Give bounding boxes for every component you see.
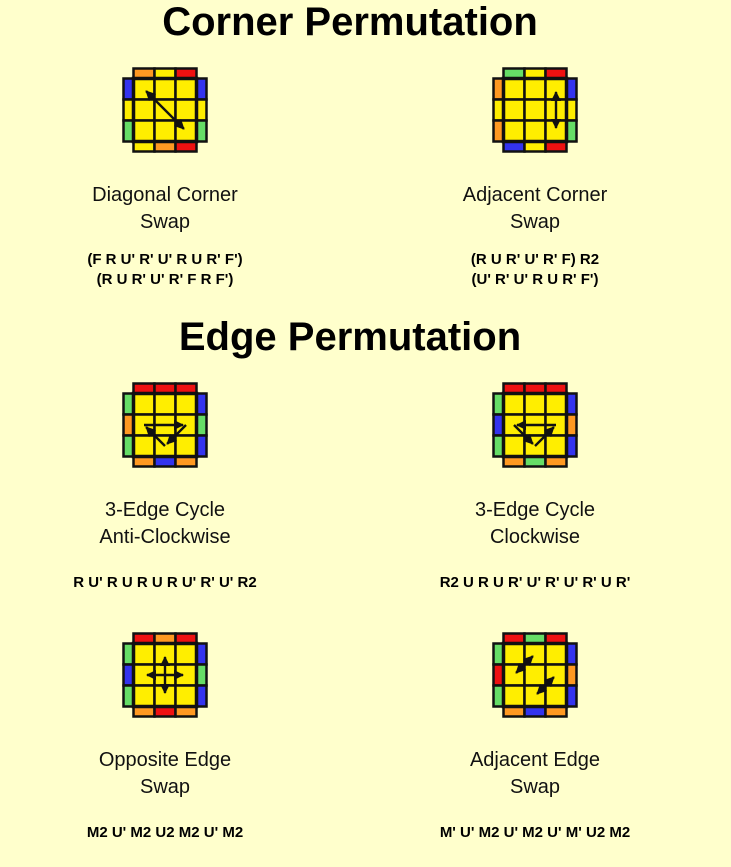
top-sticker bbox=[174, 684, 198, 708]
cube-diagram bbox=[492, 382, 578, 468]
algorithm-line: (R U R' U' R' F R F') bbox=[96, 271, 234, 288]
top-sticker bbox=[544, 642, 568, 666]
top-sticker bbox=[502, 642, 526, 666]
top-sticker bbox=[544, 434, 568, 458]
algorithm-line: M2 U' M2 U2 M2 U' M2 bbox=[86, 824, 244, 841]
algorithm-line: M' U' M2 U' M2 U' M' U2 M2 bbox=[439, 824, 631, 841]
algorithm-line: (F R U' R' U' R U R' F') bbox=[87, 251, 243, 268]
top-sticker bbox=[153, 77, 177, 101]
top-sticker bbox=[523, 77, 547, 101]
top-sticker bbox=[174, 77, 198, 101]
algorithm: R2 U R U R' U' R' U' R' U R' bbox=[410, 573, 660, 593]
top-sticker bbox=[502, 77, 526, 101]
top-sticker bbox=[502, 392, 526, 416]
top-sticker bbox=[174, 392, 198, 416]
top-sticker bbox=[153, 392, 177, 416]
case-caption: 3-Edge Cycle Clockwise bbox=[410, 497, 660, 551]
top-sticker bbox=[153, 119, 177, 143]
case-3-edge-cycle-clockwise: 3-Edge Cycle Clockwise R2 U R U R' U' R'… bbox=[410, 373, 660, 593]
permutation-arrow bbox=[166, 424, 187, 445]
algorithm: R U' R U R U R U' R' U' R2 bbox=[40, 573, 290, 593]
case-caption: Adjacent Edge Swap bbox=[410, 747, 660, 801]
caption-line: Opposite Edge bbox=[98, 749, 232, 771]
top-sticker bbox=[523, 119, 547, 143]
case-opposite-edge-swap: Opposite Edge Swap M2 U' M2 U2 M2 U' M2 bbox=[40, 623, 290, 843]
top-sticker bbox=[132, 434, 156, 458]
top-face-outline bbox=[131, 391, 199, 459]
top-sticker bbox=[132, 684, 156, 708]
permutation-arrow bbox=[515, 655, 534, 674]
permutation-arrow bbox=[145, 90, 185, 130]
top-face-outline bbox=[501, 76, 569, 144]
case-caption: 3-Edge Cycle Anti-Clockwise bbox=[40, 497, 290, 551]
permutation-arrow bbox=[145, 426, 166, 447]
cube-diagram bbox=[122, 632, 208, 718]
top-sticker bbox=[502, 98, 526, 122]
top-sticker bbox=[174, 642, 198, 666]
caption-line: Diagonal Corner bbox=[92, 184, 238, 206]
case-caption: Opposite Edge Swap bbox=[40, 747, 290, 801]
top-face-outline bbox=[131, 641, 199, 709]
top-sticker bbox=[132, 392, 156, 416]
case-adjacent-edge-swap: Adjacent Edge Swap M' U' M2 U' M2 U' M' … bbox=[410, 623, 660, 843]
top-sticker bbox=[174, 434, 198, 458]
top-face-outline bbox=[501, 391, 569, 459]
caption-line: Swap bbox=[509, 776, 561, 798]
top-sticker bbox=[544, 684, 568, 708]
algorithm: (F R U' R' U' R U R' F') (R U R' U' R' F… bbox=[40, 250, 290, 290]
case-adjacent-corner-swap: Adjacent Corner Swap (R U R' U' R' F) R2… bbox=[410, 58, 660, 290]
corner-permutation-title: Corner Permutation bbox=[162, 0, 538, 44]
edge-permutation-title: Edge Permutation bbox=[178, 315, 522, 359]
caption-line: Adjacent Edge bbox=[469, 749, 601, 771]
top-sticker bbox=[132, 119, 156, 143]
top-sticker bbox=[523, 392, 547, 416]
top-sticker bbox=[174, 98, 198, 122]
permutation-arrow bbox=[536, 676, 555, 695]
cube-diagram bbox=[122, 382, 208, 468]
caption-line: Swap bbox=[139, 211, 191, 233]
case-caption: Diagonal Corner Swap bbox=[40, 182, 290, 236]
algorithm-line: (R U R' U' R' F) R2 bbox=[470, 251, 600, 268]
top-sticker bbox=[544, 392, 568, 416]
caption-line: Adjacent Corner bbox=[462, 184, 608, 206]
caption-line: Swap bbox=[139, 776, 191, 798]
algorithm: M' U' M2 U' M2 U' M' U2 M2 bbox=[410, 823, 660, 843]
cube-diagram bbox=[122, 67, 208, 153]
permutation-arrow bbox=[513, 424, 534, 445]
permutation-arrow bbox=[534, 426, 555, 447]
algorithm: (R U R' U' R' F) R2 (U' R' U' R U R' F') bbox=[410, 250, 660, 290]
case-3-edge-cycle-anti-clockwise: 3-Edge Cycle Anti-Clockwise R U' R U R U… bbox=[40, 373, 290, 593]
top-sticker bbox=[502, 119, 526, 143]
top-sticker bbox=[132, 98, 156, 122]
caption-line: 3-Edge Cycle bbox=[474, 499, 596, 521]
top-face-outline bbox=[131, 76, 199, 144]
case-caption: Adjacent Corner Swap bbox=[410, 182, 660, 236]
algorithm-line: R2 U R U R' U' R' U' R' U R' bbox=[439, 574, 631, 591]
top-sticker bbox=[523, 663, 547, 687]
caption-line: Swap bbox=[509, 211, 561, 233]
cube-diagram bbox=[492, 632, 578, 718]
top-sticker bbox=[502, 684, 526, 708]
case-diagonal-corner-swap: Diagonal Corner Swap (F R U' R' U' R U R… bbox=[40, 58, 290, 290]
cube-diagram bbox=[492, 67, 578, 153]
algorithm-line: (U' R' U' R U R' F') bbox=[471, 271, 599, 288]
caption-line: 3-Edge Cycle bbox=[104, 499, 226, 521]
algorithm-line: R U' R U R U R U' R' U' R2 bbox=[73, 574, 257, 591]
top-sticker bbox=[132, 642, 156, 666]
caption-line: Clockwise bbox=[489, 526, 581, 548]
top-sticker bbox=[502, 434, 526, 458]
top-face-outline bbox=[501, 641, 569, 709]
algorithm: M2 U' M2 U2 M2 U' M2 bbox=[40, 823, 290, 843]
top-sticker bbox=[523, 98, 547, 122]
caption-line: Anti-Clockwise bbox=[99, 526, 231, 548]
